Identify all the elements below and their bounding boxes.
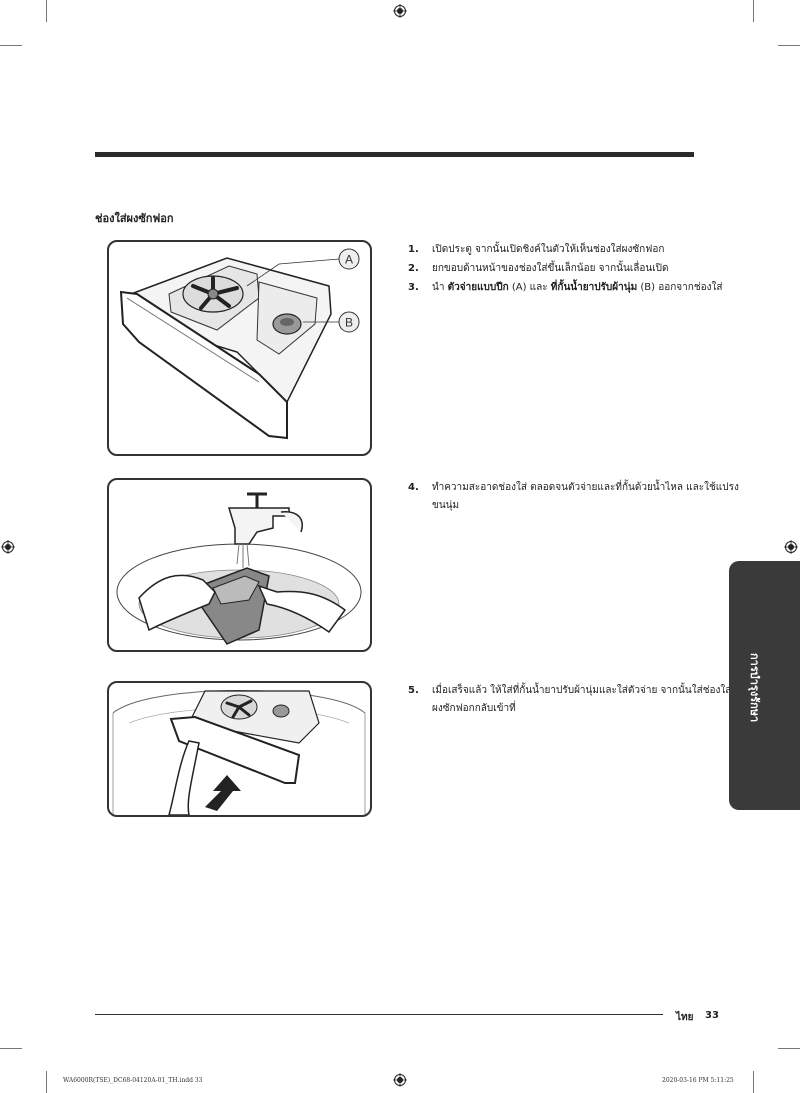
callout-a-label: A: [345, 253, 353, 267]
registration-mark-bottom-icon: [393, 1073, 407, 1087]
registration-mark-left-icon: [1, 540, 15, 554]
step-term-softener-divider: ที่กั้นน้ำยาปรับผ้านุ่ม: [550, 282, 638, 293]
print-file-info: WA6000R(TSE)_DC68-04120A-01_TH.indd 33: [63, 1077, 203, 1084]
callout-b-label: B: [345, 316, 353, 330]
crop-mark: [0, 1048, 22, 1049]
step-1: 1. เปิดประตู จากนั้นเปิดชิงค์ในตัวให้เห็น…: [408, 241, 664, 259]
figure-drawer-removed-parts: A B: [107, 240, 372, 456]
chapter-side-tab: การบำรุงรักษา: [729, 561, 800, 810]
crop-mark: [753, 0, 754, 22]
crop-mark: [46, 0, 47, 22]
footer-language: ไทย: [676, 1012, 694, 1023]
step-term-winged-dispenser: ตัวจ่ายแบบปีก: [447, 282, 509, 293]
step-text-mid: (A) และ: [511, 282, 548, 293]
figure-reinsert-drawer: [107, 681, 372, 817]
crop-mark: [0, 45, 22, 46]
crop-mark: [753, 1071, 754, 1093]
registration-mark-right-icon: [784, 540, 798, 554]
step-text-prefix: นำ: [432, 282, 445, 293]
tap-washing-illustration: [116, 492, 362, 645]
step-5-continued: ผงซักฟอกกลับเข้าที่: [432, 703, 516, 714]
section-title: ช่องใส่ผงซักฟอก: [95, 212, 174, 225]
step-4: 4. ทำความสะอาดช่องใส่ ตลอดจนตัวจ่ายและที่…: [408, 479, 739, 497]
step-number: 2.: [408, 263, 419, 274]
print-timestamp: 2020-03-16 PM 5:11:25: [662, 1077, 734, 1084]
crop-mark: [778, 45, 800, 46]
step-text: ยกขอบด้านหน้าของช่องใส่ขึ้นเล็กน้อย จากน…: [432, 263, 669, 274]
step-text: เมื่อเสร็จแล้ว ให้ใส่ที่กั้นน้ำยาปรับผ้า…: [432, 685, 732, 696]
step-text-suffix: (B) ออกจากช่องใส่: [640, 282, 723, 293]
drawer-illustration: A B: [119, 248, 360, 440]
crop-mark: [778, 1048, 800, 1049]
step-number: 3.: [408, 282, 419, 293]
step-number: 4.: [408, 482, 419, 493]
footer-rule: [95, 1014, 663, 1015]
header-rule: [95, 152, 694, 157]
insert-drawer-illustration: [112, 690, 366, 815]
figure-rinse-under-tap: [107, 478, 372, 652]
chapter-side-tab-label: การบำรุงรักษา: [748, 653, 761, 723]
registration-mark-top-icon: [393, 4, 407, 18]
step-5: 5. เมื่อเสร็จแล้ว ให้ใส่ที่กั้นน้ำยาปรับผ…: [408, 682, 731, 700]
step-number: 5.: [408, 685, 419, 696]
step-text: ทำความสะอาดช่องใส่ ตลอดจนตัวจ่ายและที่กั…: [432, 482, 739, 493]
step-text: เปิดประตู จากนั้นเปิดชิงค์ในตัวให้เห็นช่…: [432, 244, 665, 255]
step-number: 1.: [408, 244, 419, 255]
crop-mark: [46, 1071, 47, 1093]
step-2: 2. ยกขอบด้านหน้าของช่องใส่ขึ้นเล็กน้อย จา…: [408, 260, 668, 278]
step-4-continued: ขนนุ่ม: [432, 500, 460, 511]
step-3: 3. นำ ตัวจ่ายแบบปีก (A) และ ที่กั้นน้ำยาป…: [408, 279, 722, 297]
page-number: 33: [705, 1010, 719, 1021]
